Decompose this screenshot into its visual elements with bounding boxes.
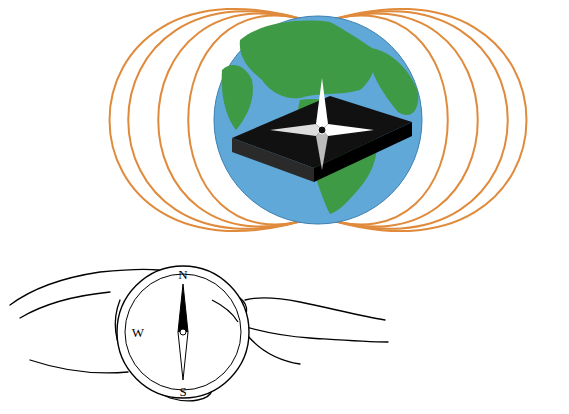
continent <box>240 21 375 99</box>
compass-box <box>232 78 412 182</box>
compass-letter: W <box>132 326 144 339</box>
continent <box>372 48 418 115</box>
right-hand <box>236 324 388 342</box>
globe <box>214 16 422 224</box>
left-hand <box>30 360 128 373</box>
needle-pivot <box>180 329 186 335</box>
compass-letter: N <box>178 268 187 281</box>
compass-letter: S <box>179 385 186 398</box>
compass-needle <box>178 284 188 380</box>
compass-rim <box>117 266 249 398</box>
box-side <box>232 138 314 182</box>
star-center <box>318 126 326 134</box>
right-hand <box>248 336 300 364</box>
left-hand <box>20 292 110 318</box>
needle-north <box>178 284 188 332</box>
compass-dial <box>125 274 241 390</box>
thumb-tip <box>212 300 238 322</box>
continent <box>222 65 253 130</box>
box-side <box>314 122 412 182</box>
star-point <box>316 78 328 130</box>
star-point <box>316 130 328 170</box>
right-hand <box>245 298 385 320</box>
hand-compass <box>117 266 249 398</box>
field-lines <box>110 9 527 231</box>
continents <box>222 21 419 214</box>
star-point <box>322 124 374 136</box>
star-point <box>270 124 322 136</box>
